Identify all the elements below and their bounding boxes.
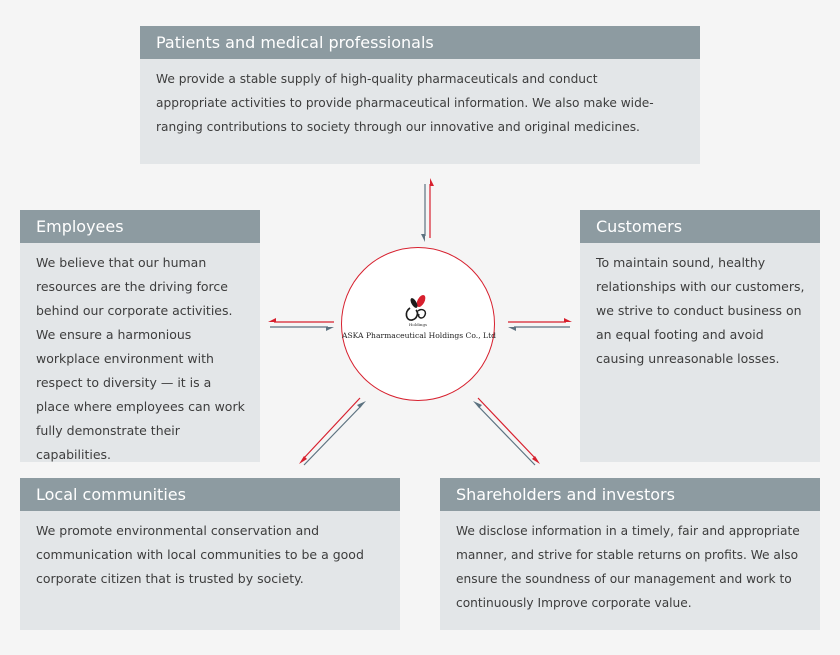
stakeholder-description: We believe that our human resources are … (36, 255, 245, 462)
stakeholder-description: We disclose information in a timely, fai… (456, 524, 800, 610)
stakeholder-title: Patients and medical professionals (140, 26, 700, 59)
logo-holdings-label: Holdings (408, 322, 428, 327)
stakeholder-title: Local communities (20, 478, 400, 511)
arrow-pair-bottom-left (299, 397, 366, 466)
stakeholder-description: We promote environmental conservation an… (36, 523, 364, 586)
arrow-pair-top (421, 178, 434, 242)
stakeholder-employees: Employees We believe that our human reso… (20, 210, 260, 462)
arrow-pair-bottom-right (473, 397, 540, 466)
stakeholder-title: Employees (20, 210, 260, 243)
arrow-pair-left (268, 318, 334, 331)
stakeholder-shareholders: Shareholders and investors We disclose i… (440, 478, 820, 630)
company-name: ASKA Pharmaceutical Holdings Co., Ltd (342, 331, 496, 340)
stakeholder-title: Customers (580, 210, 820, 243)
arrow-pair-right (508, 318, 572, 331)
company-logo-circle: Holdings ASKA Pharmaceutical Holdings Co… (341, 247, 496, 401)
stakeholder-local-communities: Local communities We promote environment… (20, 478, 400, 630)
stakeholder-title: Shareholders and investors (440, 478, 820, 511)
stakeholder-patients: Patients and medical professionals We pr… (140, 26, 700, 164)
stakeholder-customers: Customers To maintain sound, healthy rel… (580, 210, 820, 462)
stakeholder-description: To maintain sound, healthy relationships… (596, 255, 805, 366)
company-logo-icon (405, 295, 427, 321)
stakeholder-description: We provide a stable supply of high-quali… (156, 72, 654, 134)
